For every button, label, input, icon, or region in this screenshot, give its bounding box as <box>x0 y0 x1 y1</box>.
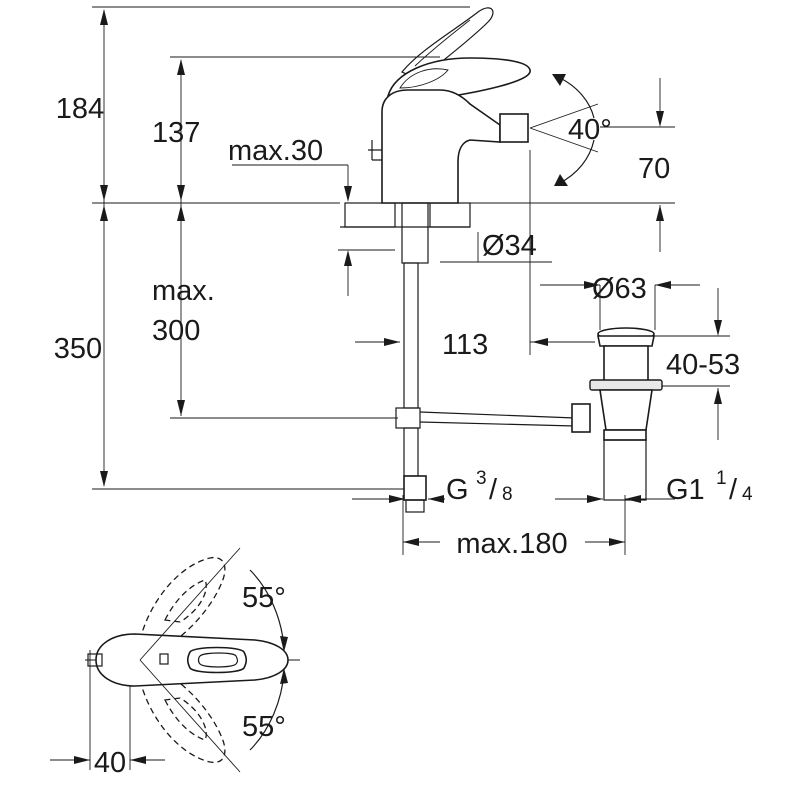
svg-text:/: / <box>489 474 498 506</box>
dim-70-label: 70 <box>638 153 670 185</box>
spout-swivel-arc <box>529 74 599 186</box>
dim-40-53-label: 40-53 <box>666 349 740 381</box>
dim-max30-label: max.30 <box>228 135 323 167</box>
dim-g38-num: 3 <box>476 468 487 489</box>
supply-hose <box>395 262 427 513</box>
dim-max180-label: max.180 <box>456 528 567 560</box>
dim-350-label: 350 <box>54 333 102 365</box>
dim-55deg-bottom-label: 55° <box>242 711 286 743</box>
dim-g38-den: 8 <box>502 484 513 505</box>
dim-184-label: 184 <box>56 93 104 125</box>
mixer-body <box>368 7 531 264</box>
dim-g114-base: G1 <box>666 474 705 506</box>
dim-113-label: 113 <box>442 329 488 361</box>
dim-40deg-label: 40° <box>568 114 612 146</box>
dim-d34-label: Ø34 <box>482 230 537 262</box>
dim-d63-label: Ø63 <box>592 273 647 305</box>
plan-view <box>50 547 300 773</box>
dim-55deg-top-label: 55° <box>242 582 286 614</box>
dim-g114-num: 1 <box>716 468 727 489</box>
popup-rod <box>419 403 591 433</box>
waste-fitting <box>589 327 663 501</box>
dim-g38-base: G <box>446 474 469 506</box>
dim-300-label: 300 <box>152 315 200 347</box>
dim-137-label: 137 <box>152 117 200 149</box>
deck-section <box>340 202 471 228</box>
svg-text:/: / <box>729 474 738 506</box>
dim-40-lever-label: 40 <box>94 747 126 779</box>
dim-max-label: max. <box>152 275 215 307</box>
dimension-lines <box>92 6 730 555</box>
dim-g114-den: 4 <box>742 484 753 505</box>
